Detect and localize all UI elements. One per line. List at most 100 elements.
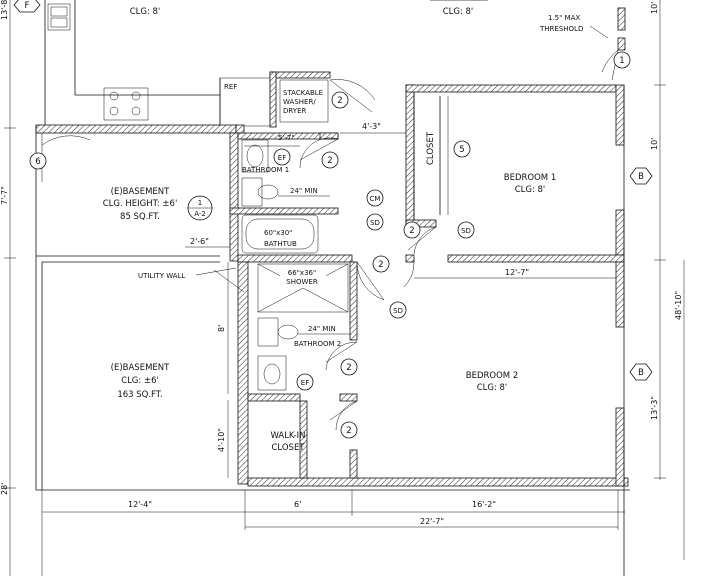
svg-text:2: 2 <box>409 226 414 236</box>
door-tag-2-walkin: 2 <box>340 421 358 439</box>
smoke-detector-icon: SD <box>366 213 384 231</box>
svg-text:2: 2 <box>337 96 342 106</box>
svg-text:BATHROOM 1: BATHROOM 1 <box>242 166 289 174</box>
svg-text:66"x36": 66"x36" <box>288 269 316 277</box>
svg-text:SD: SD <box>370 219 380 227</box>
carbon-monoxide-detector-icon: CM <box>366 189 384 207</box>
svg-text:REF: REF <box>224 83 237 91</box>
basement1-area: 85 SQ.FT. <box>120 212 160 222</box>
door-tag-2-laundry: 2 <box>331 91 349 109</box>
utility-wall-note: UTILITY WALL <box>138 272 185 280</box>
svg-text:2: 2 <box>327 156 332 166</box>
grid-tag-f: F <box>13 0 41 13</box>
upper-room-ceiling-label: CLG: 8' <box>443 7 474 17</box>
bedroom2-ceiling: CLG: 8' <box>477 383 508 393</box>
svg-text:2: 2 <box>346 363 351 373</box>
svg-text:4'-3": 4'-3" <box>362 122 381 131</box>
dimension-2-6: 2'-6" <box>185 237 230 248</box>
svg-text:CM: CM <box>370 195 381 203</box>
basement1-name: (E)BASEMENT <box>111 187 170 197</box>
svg-text:SD: SD <box>461 227 471 235</box>
svg-text:SD: SD <box>393 307 403 315</box>
threshold-note: 1.5" MAX THRESHOLD <box>539 7 626 81</box>
svg-text:12'-4": 12'-4" <box>128 500 152 509</box>
svg-text:DRYER: DRYER <box>283 107 307 115</box>
dimension-12-7: 12'-7" <box>414 268 616 279</box>
svg-text:2'-6": 2'-6" <box>190 237 209 246</box>
exhaust-fan-icon: EF <box>273 148 291 166</box>
door-tag-1: 1 <box>613 51 631 69</box>
svg-text:1.5" MAX: 1.5" MAX <box>548 14 580 22</box>
door-tag-6: 6 <box>29 152 47 170</box>
door-tag-2-bath1: 2 <box>321 151 339 169</box>
smoke-detector-icon: SD <box>389 301 407 319</box>
svg-text:1: 1 <box>619 56 624 66</box>
washer-dryer: STACKABLE WASHER/ DRYER <box>269 71 376 128</box>
dimension-4-10: 4'-10" <box>217 400 229 478</box>
door-tag-5: 5 <box>453 140 471 158</box>
svg-text:SHOWER: SHOWER <box>286 278 318 286</box>
door-tag-2-hall: 2 <box>372 255 390 273</box>
dim-28: 28' <box>0 483 9 495</box>
svg-text:2: 2 <box>346 426 351 436</box>
svg-text:10': 10' <box>650 2 659 14</box>
dim-13-8: 13'-8" <box>0 0 9 20</box>
grid-tag-b-bottom: B <box>629 363 653 381</box>
svg-text:6: 6 <box>35 157 40 167</box>
exhaust-fan-icon: EF <box>296 373 314 391</box>
right-dimension-line: 10' 10' 48'-10" 13'-3" <box>650 0 685 560</box>
svg-text:B: B <box>638 172 644 182</box>
svg-text:8': 8' <box>217 325 226 332</box>
grid-tag-b-top: B <box>629 167 653 185</box>
walkin-closet-label-2: CLOSET <box>271 443 305 453</box>
bathroom1-fixtures: 60"x30" BATHTUB BATHROOM 1 5'-7" 24" MIN <box>241 134 330 254</box>
closet-label: CLOSET <box>426 131 436 165</box>
svg-text:STACKABLE: STACKABLE <box>283 89 323 97</box>
basement2-name: (E)BASEMENT <box>111 363 170 373</box>
svg-text:22'-7": 22'-7" <box>420 517 444 526</box>
kitchen-counter: REF <box>44 0 271 127</box>
svg-text:4'-10": 4'-10" <box>217 428 226 452</box>
doors <box>41 133 437 431</box>
detail-reference-tag: 1 A-2 <box>187 195 213 221</box>
svg-text:EF: EF <box>278 154 286 162</box>
svg-text:6': 6' <box>294 500 301 509</box>
svg-text:24" MIN: 24" MIN <box>308 325 336 333</box>
svg-text:BATHTUB: BATHTUB <box>264 240 297 248</box>
stove <box>103 87 149 121</box>
svg-text:BATHROOM 2: BATHROOM 2 <box>294 340 341 348</box>
svg-text:16'-2": 16'-2" <box>472 500 496 509</box>
svg-text:5: 5 <box>459 145 464 155</box>
svg-text:2: 2 <box>378 260 383 270</box>
walls <box>35 84 630 576</box>
svg-text:EF: EF <box>301 379 309 387</box>
svg-text:5'-7": 5'-7" <box>278 134 295 142</box>
bedroom1-ceiling: CLG: 8' <box>515 185 546 195</box>
dim-7-7: 7'-7" <box>0 186 9 205</box>
svg-text:A-2: A-2 <box>194 210 206 218</box>
door-tag-2-bath2: 2 <box>340 358 358 376</box>
basement2-area: 163 SQ.FT. <box>117 390 162 400</box>
svg-text:12'-7": 12'-7" <box>505 268 529 277</box>
svg-text:WASHER/: WASHER/ <box>283 98 316 106</box>
svg-text:24" MIN: 24" MIN <box>290 187 318 195</box>
smoke-detector-icon: SD <box>457 221 475 239</box>
shower: 66"x36" SHOWER <box>257 263 349 313</box>
bedroom2-name: BEDROOM 2 <box>466 371 518 381</box>
left-dimension-line: 13'-8" 7'-7" 28' <box>0 0 16 576</box>
svg-text:THRESHOLD: THRESHOLD <box>539 25 583 33</box>
dimension-8: 8' <box>217 262 229 394</box>
svg-text:B: B <box>638 368 644 378</box>
kitchen-ceiling-label: CLG: 8' <box>130 7 161 17</box>
svg-text:60"x30": 60"x30" <box>264 229 292 237</box>
basement2-ceiling: CLG: ±6' <box>121 376 159 386</box>
basement1-ceiling: CLG. HEIGHT: ±6' <box>103 199 178 209</box>
svg-text:F: F <box>25 1 30 11</box>
svg-text:1: 1 <box>198 199 202 207</box>
door-tag-2-bedroom1: 2 <box>403 221 421 239</box>
bottom-dimensions: 12'-4" 6' 16'-2" 22'-7" <box>41 490 625 576</box>
svg-text:48'-10": 48'-10" <box>674 291 683 320</box>
svg-text:10': 10' <box>650 138 659 150</box>
svg-text:13'-3": 13'-3" <box>650 396 659 420</box>
